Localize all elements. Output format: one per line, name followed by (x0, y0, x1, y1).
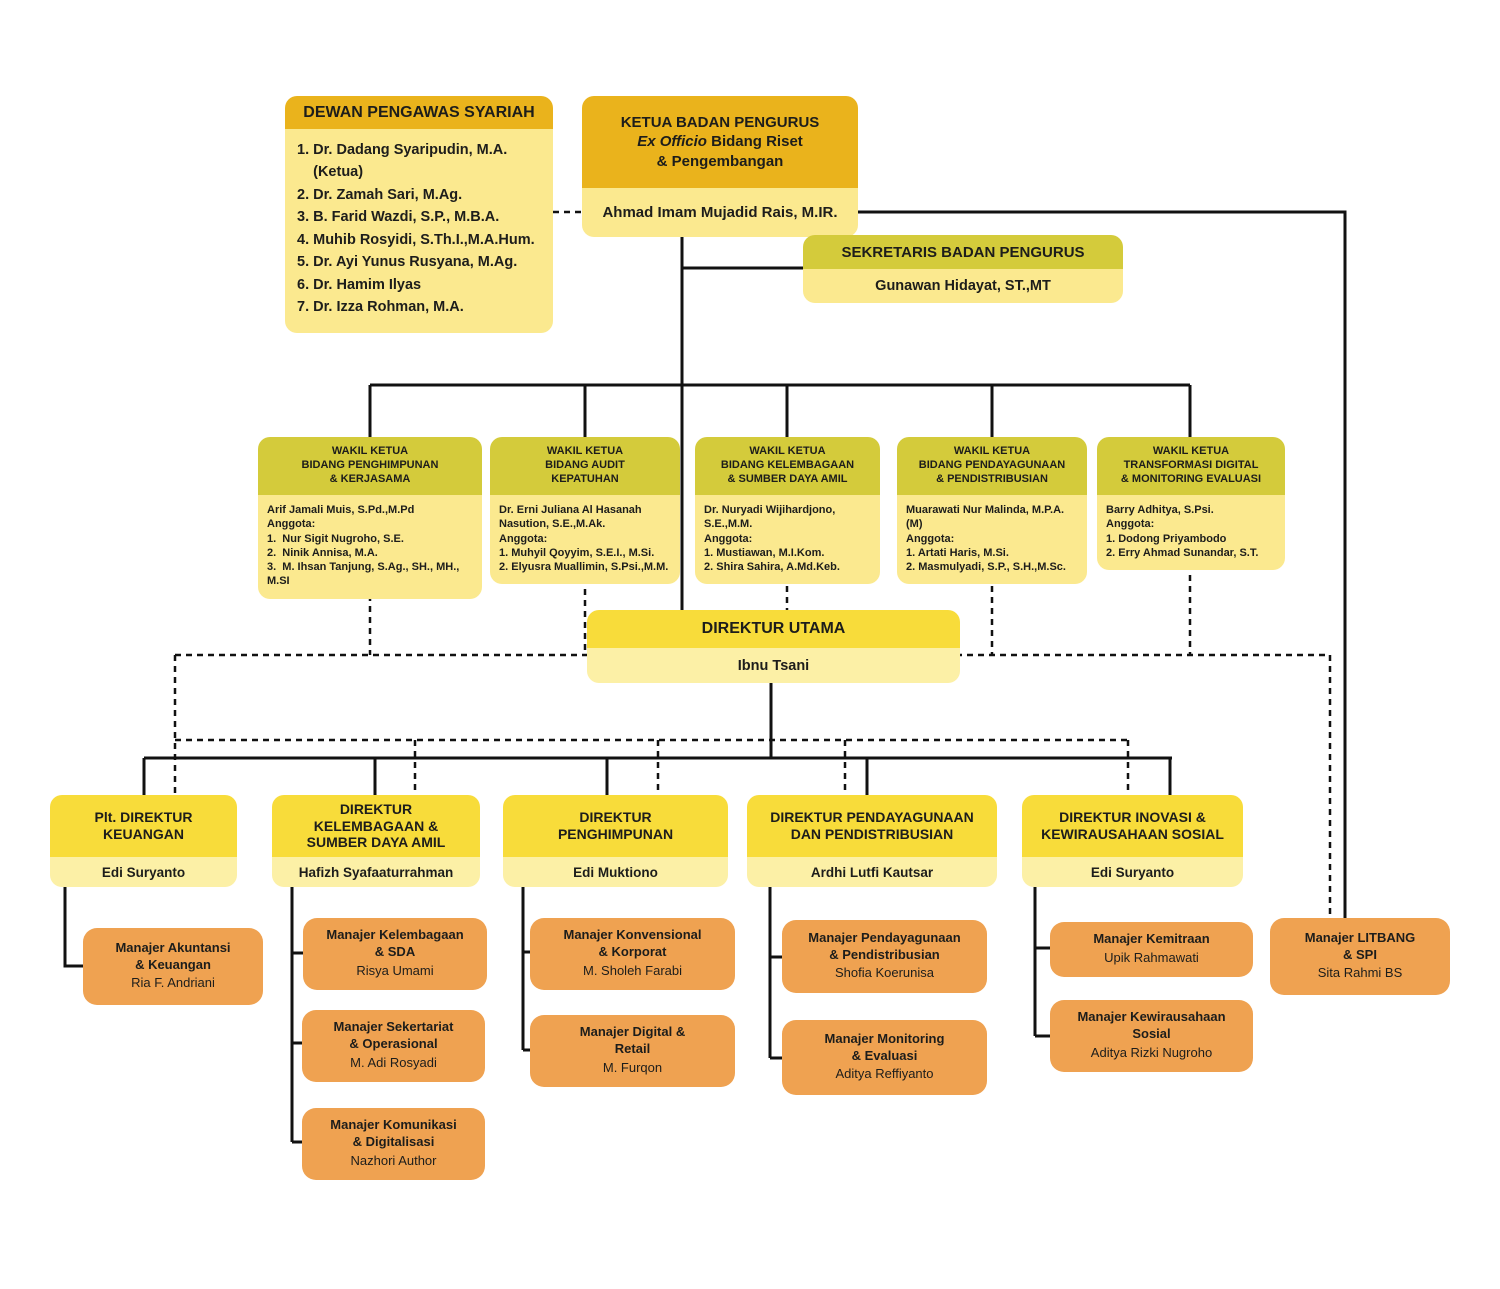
member-list: Dr. Erni Juliana Al Hasanah Nasution, S.… (490, 495, 680, 585)
node-wakil-audit-kepatuhan: WAKIL KETUA BIDANG AUDIT KEPATUHAN Dr. E… (490, 437, 680, 585)
person-name: Risya Umami (356, 962, 434, 978)
node-manajer-kelembagaan-sda: Manajer Kelembagaan & SDA Risya Umami (303, 918, 487, 990)
node-title: Manajer Sekertariat & Operasional (333, 1019, 454, 1051)
node-wakil-kelembagaan-sda: WAKIL KETUA BIDANG KELEMBAGAAN & SUMBER … (695, 437, 880, 585)
node-title: Manajer Kelembagaan & SDA (326, 927, 464, 959)
person-name: Sita Rahmi BS (1317, 965, 1403, 981)
node-direktur-keuangan: Plt. DIREKTUR KEUANGAN Edi Suryanto (50, 795, 237, 887)
node-title: DIREKTUR PENGHIMPUNAN (503, 795, 728, 857)
node-wakil-transformasi-digital: WAKIL KETUA TRANSFORMASI DIGITAL & MONIT… (1097, 437, 1285, 571)
node-title: Manajer Monitoring & Evaluasi (824, 1030, 945, 1063)
person-name: M. Adi Rosyadi (350, 1054, 437, 1070)
person-name: Aditya Reffiyanto (835, 1066, 934, 1082)
person-name: Edi Suryanto (1022, 857, 1243, 887)
node-dewan-pengawas-syariah: DEWAN PENGAWAS SYARIAH 1. Dr. Dadang Sya… (285, 96, 553, 333)
member-list: Muarawati Nur Malinda, M.P.A.(M) Anggota… (897, 495, 1087, 585)
node-manajer-komunikasi-digitalisasi: Manajer Komunikasi & Digitalisasi Nazhor… (302, 1108, 485, 1180)
node-title: Manajer Akuntansi & Keuangan (115, 939, 231, 972)
node-direktur-kelembagaan-sda: DIREKTUR KELEMBAGAAN & SUMBER DAYA AMIL … (272, 795, 480, 887)
node-title: DIREKTUR KELEMBAGAAN & SUMBER DAYA AMIL (272, 795, 480, 857)
node-wakil-pendayagunaan-pendistribusian: WAKIL KETUA BIDANG PENDAYAGUNAAN & PENDI… (897, 437, 1087, 585)
node-title: WAKIL KETUA BIDANG PENDAYAGUNAAN & PENDI… (897, 437, 1087, 495)
node-manajer-digital-retail: Manajer Digital & Retail M. Furqon (530, 1015, 735, 1087)
node-title: Manajer Digital & Retail (579, 1024, 686, 1057)
node-sekretaris-badan-pengurus: SEKRETARIS BADAN PENGURUS Gunawan Hidaya… (803, 235, 1123, 303)
member-list: 1. Dr. Dadang Syaripudin, M.A. (Ketua) 2… (285, 129, 553, 333)
node-title: Manajer Konvensional & Korporat (563, 927, 702, 959)
node-title: KETUA BADAN PENGURUS Ex Officio Bidang R… (582, 96, 858, 188)
person-name: M. Sholeh Farabi (583, 962, 682, 978)
node-title: DIREKTUR INOVASI & KEWIRAUSAHAAN SOSIAL (1022, 795, 1243, 857)
node-title: Manajer Pendayagunaan & Pendistribusian (808, 929, 961, 962)
node-title: WAKIL KETUA BIDANG KELEMBAGAAN & SUMBER … (695, 437, 880, 495)
member-list: Arif Jamali Muis, S.Pd.,M.Pd Anggota: 1.… (258, 495, 482, 599)
person-name: Gunawan Hidayat, ST.,MT (803, 269, 1123, 303)
node-manajer-kewirausahaan-sosial: Manajer Kewirausahaan Sosial Aditya Rizk… (1050, 1000, 1253, 1072)
node-manajer-konvensional-korporat: Manajer Konvensional & Korporat M. Shole… (530, 918, 735, 990)
node-title: Manajer Kewirausahaan Sosial (1077, 1009, 1226, 1042)
node-direktur-inovasi: DIREKTUR INOVASI & KEWIRAUSAHAAN SOSIAL … (1022, 795, 1243, 887)
node-manajer-akuntansi-keuangan: Manajer Akuntansi & Keuangan Ria F. Andr… (83, 928, 263, 1005)
node-direktur-pendayagunaan: DIREKTUR PENDAYAGUNAAN DAN PENDISTRIBUSI… (747, 795, 997, 887)
node-ketua-badan-pengurus: KETUA BADAN PENGURUS Ex Officio Bidang R… (582, 96, 858, 237)
node-title: Plt. DIREKTUR KEUANGAN (50, 795, 237, 857)
node-subtitle-line2: & Pengembangan (656, 152, 784, 170)
person-name: Ardhi Lutfi Kautsar (747, 857, 997, 887)
node-wakil-penghimpunan-kerjasama: WAKIL KETUA BIDANG PENGHIMPUNAN & KERJAS… (258, 437, 482, 599)
node-title: Manajer Komunikasi & Digitalisasi (330, 1117, 457, 1150)
person-name: Shofia Koerunisa (834, 965, 934, 981)
member-list: Barry Adhitya, S.Psi. Anggota: 1. Dodong… (1097, 495, 1285, 571)
node-manajer-sekertariat-operasional: Manajer Sekertariat & Operasional M. Adi… (302, 1010, 485, 1082)
person-name: Edi Muktiono (503, 857, 728, 887)
node-title: DEWAN PENGAWAS SYARIAH (285, 96, 553, 129)
person-name: Upik Rahmawati (1104, 949, 1199, 965)
person-name: Ria F. Andriani (131, 975, 215, 991)
person-name: Ahmad Imam Mujadid Rais, M.IR. (582, 188, 858, 237)
node-manajer-monitoring-evaluasi: Manajer Monitoring & Evaluasi Aditya Ref… (782, 1020, 987, 1095)
node-subtitle: Ex Officio Bidang Riset (637, 133, 803, 151)
node-direktur-penghimpunan: DIREKTUR PENGHIMPUNAN Edi Muktiono (503, 795, 728, 887)
person-name: M. Furqon (602, 1059, 663, 1075)
node-title: WAKIL KETUA BIDANG PENGHIMPUNAN & KERJAS… (258, 437, 482, 495)
node-manajer-kemitraan: Manajer Kemitraan Upik Rahmawati (1050, 922, 1253, 977)
member-list: Dr. Nuryadi Wijihardjono, S.E.,M.M. Angg… (695, 495, 880, 585)
node-title: Manajer LITBANG & SPI (1304, 929, 1416, 962)
person-name: Hafizh Syafaaturrahman (272, 857, 480, 887)
node-title: SEKRETARIS BADAN PENGURUS (803, 235, 1123, 269)
node-title: DIREKTUR PENDAYAGUNAAN DAN PENDISTRIBUSI… (747, 795, 997, 857)
person-name: Aditya Rizki Nugroho (1090, 1044, 1213, 1060)
node-title: Manajer Kemitraan (1093, 931, 1210, 946)
person-name: Ibnu Tsani (587, 648, 960, 683)
node-manajer-litbang-spi: Manajer LITBANG & SPI Sita Rahmi BS (1270, 918, 1450, 995)
node-manajer-pendayagunaan-pendistribusian: Manajer Pendayagunaan & Pendistribusian … (782, 920, 987, 993)
person-name: Nazhori Author (350, 1152, 437, 1168)
node-title: WAKIL KETUA TRANSFORMASI DIGITAL & MONIT… (1097, 437, 1285, 495)
person-name: Edi Suryanto (50, 857, 237, 887)
node-title: DIREKTUR UTAMA (587, 610, 960, 648)
node-title: WAKIL KETUA BIDANG AUDIT KEPATUHAN (490, 437, 680, 495)
node-direktur-utama: DIREKTUR UTAMA Ibnu Tsani (587, 610, 960, 683)
